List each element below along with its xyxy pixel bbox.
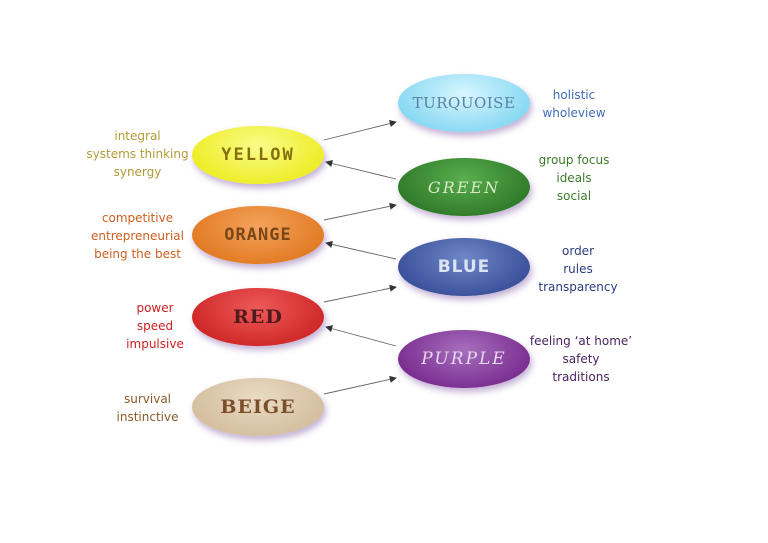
oval-label-green: GREEN xyxy=(427,177,501,197)
oval-beige: BEIGE xyxy=(192,378,324,436)
desc-line: transparency xyxy=(538,280,618,294)
desc-line: survival xyxy=(123,392,171,406)
oval-turquoise: TURQUOISE xyxy=(398,74,530,132)
desc-line: feeling ‘at home’ xyxy=(529,334,633,348)
arrow-orange-to-green xyxy=(323,202,397,221)
desc-line: speed xyxy=(136,319,174,333)
desc-purple: feeling ‘at home’ safety traditions xyxy=(518,332,644,386)
arrow-beige-to-purple xyxy=(323,375,397,395)
oval-yellow: YELLOW xyxy=(192,126,324,184)
oval-label-blue: BLUE xyxy=(437,257,491,277)
arrow-yellow-to-turquoise xyxy=(323,120,397,141)
oval-red: RED xyxy=(192,288,324,346)
desc-line: instinctive xyxy=(116,410,179,424)
desc-red: power speed impulsive xyxy=(110,299,200,353)
oval-label-orange: ORANGE xyxy=(224,225,292,245)
desc-line: social xyxy=(556,189,592,203)
desc-line: synergy xyxy=(113,165,162,179)
oval-blue: BLUE xyxy=(398,238,530,296)
desc-line: power xyxy=(136,301,174,315)
desc-turquoise: holistic wholeview xyxy=(528,86,620,122)
desc-line: wholeview xyxy=(542,106,606,120)
desc-line: entrepreneurial xyxy=(91,229,184,243)
desc-yellow: integral systems thinking synergy xyxy=(80,127,195,181)
desc-line: integral xyxy=(114,129,161,143)
desc-green: group focus ideals social xyxy=(528,151,620,205)
desc-line: rules xyxy=(563,262,593,276)
arrow-red-to-blue xyxy=(323,284,397,303)
oval-label-purple: PURPLE xyxy=(421,349,507,369)
desc-line: ideals xyxy=(556,171,592,185)
oval-label-beige: BEIGE xyxy=(220,396,296,418)
desc-line: safety xyxy=(562,352,600,366)
oval-green: GREEN xyxy=(398,158,530,216)
desc-line: traditions xyxy=(552,370,610,384)
oval-orange: ORANGE xyxy=(192,206,324,264)
desc-line: systems thinking xyxy=(86,147,189,161)
desc-blue: order rules transparency xyxy=(528,242,628,296)
desc-beige: survival instinctive xyxy=(100,390,195,426)
arrow-green-to-yellow xyxy=(325,159,397,180)
desc-line: competitive xyxy=(101,211,174,225)
arrow-blue-to-orange xyxy=(325,240,397,260)
desc-orange: competitive entrepreneurial being the be… xyxy=(80,209,195,263)
desc-line: being the best xyxy=(94,247,181,261)
oval-purple: PURPLE xyxy=(398,330,530,388)
desc-line: group focus xyxy=(538,153,610,167)
desc-line: impulsive xyxy=(126,337,184,351)
oval-label-red: RED xyxy=(233,306,283,328)
arrow-purple-to-red xyxy=(325,325,397,347)
desc-line: order xyxy=(562,244,594,258)
oval-label-turquoise: TURQUOISE xyxy=(412,94,516,112)
desc-line: holistic xyxy=(552,88,596,102)
oval-label-yellow: YELLOW xyxy=(221,145,295,165)
